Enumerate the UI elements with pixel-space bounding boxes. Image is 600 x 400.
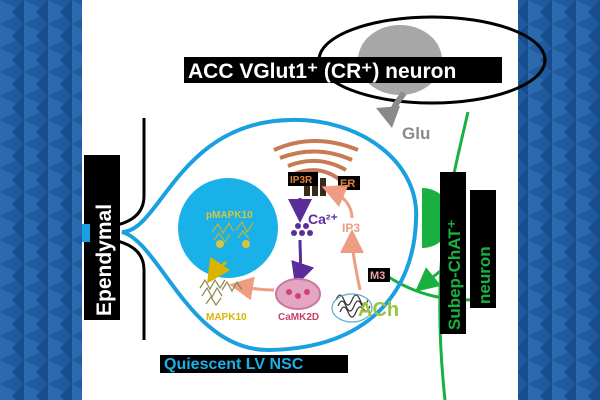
subep-label-bg-2: [470, 190, 496, 308]
m3-label: M3: [370, 270, 385, 282]
phosphorylation-arrow: [207, 256, 231, 284]
ca-label: Ca²⁺: [308, 211, 338, 227]
pmapk10-structure-icon: [211, 220, 254, 248]
ip3-label: IP3: [342, 221, 360, 235]
receptor-to-ip3-arrow: [340, 229, 365, 291]
m3-label-bg: [368, 268, 390, 282]
subep-label-line2: neuron: [475, 246, 494, 304]
glutamate-arrow-icon: [376, 91, 407, 128]
glu-label: Glu: [402, 124, 430, 143]
subep-label-line1: Subep-ChAT⁺: [445, 219, 464, 330]
mapk10-label: MAPK10: [206, 312, 247, 323]
camk2d-to-mapk10-arrow: [229, 276, 275, 301]
nsc-label-bg: [160, 355, 348, 373]
acc-neuron-label: ACC VGlut1⁺ (CR⁺) neuron: [188, 60, 456, 83]
camk2d-protein-icon: [275, 278, 321, 310]
er-label: ER: [340, 178, 355, 190]
nsc-label: Quiescent LV NSC: [164, 356, 304, 373]
pmapk10-label: pMAPK10: [206, 210, 253, 221]
ip3-to-ip3r-arrow: [321, 184, 354, 219]
ependymal-contact: [82, 224, 90, 242]
left-side-panel: [0, 0, 82, 400]
nsc-nucleus: [178, 178, 278, 278]
subep-label-bg-1: [440, 172, 466, 334]
ependymal-label: Ependymal: [93, 204, 116, 316]
nsc-membrane: [121, 117, 419, 353]
camk2d-label: CaMK2D: [278, 312, 319, 323]
ach-label: ACh: [358, 299, 399, 321]
ca-to-camk2d-arrow: [291, 239, 315, 287]
calcium-ion-icon: [291, 223, 313, 236]
m3-receptor-icon: [331, 293, 373, 323]
mapk10-structure-icon: [199, 278, 243, 307]
ip3r-label-bg: [288, 172, 318, 186]
right-side-panel: [518, 0, 600, 400]
acc-label-bg: [184, 57, 502, 83]
ip3r-label: IP3R: [290, 175, 313, 186]
